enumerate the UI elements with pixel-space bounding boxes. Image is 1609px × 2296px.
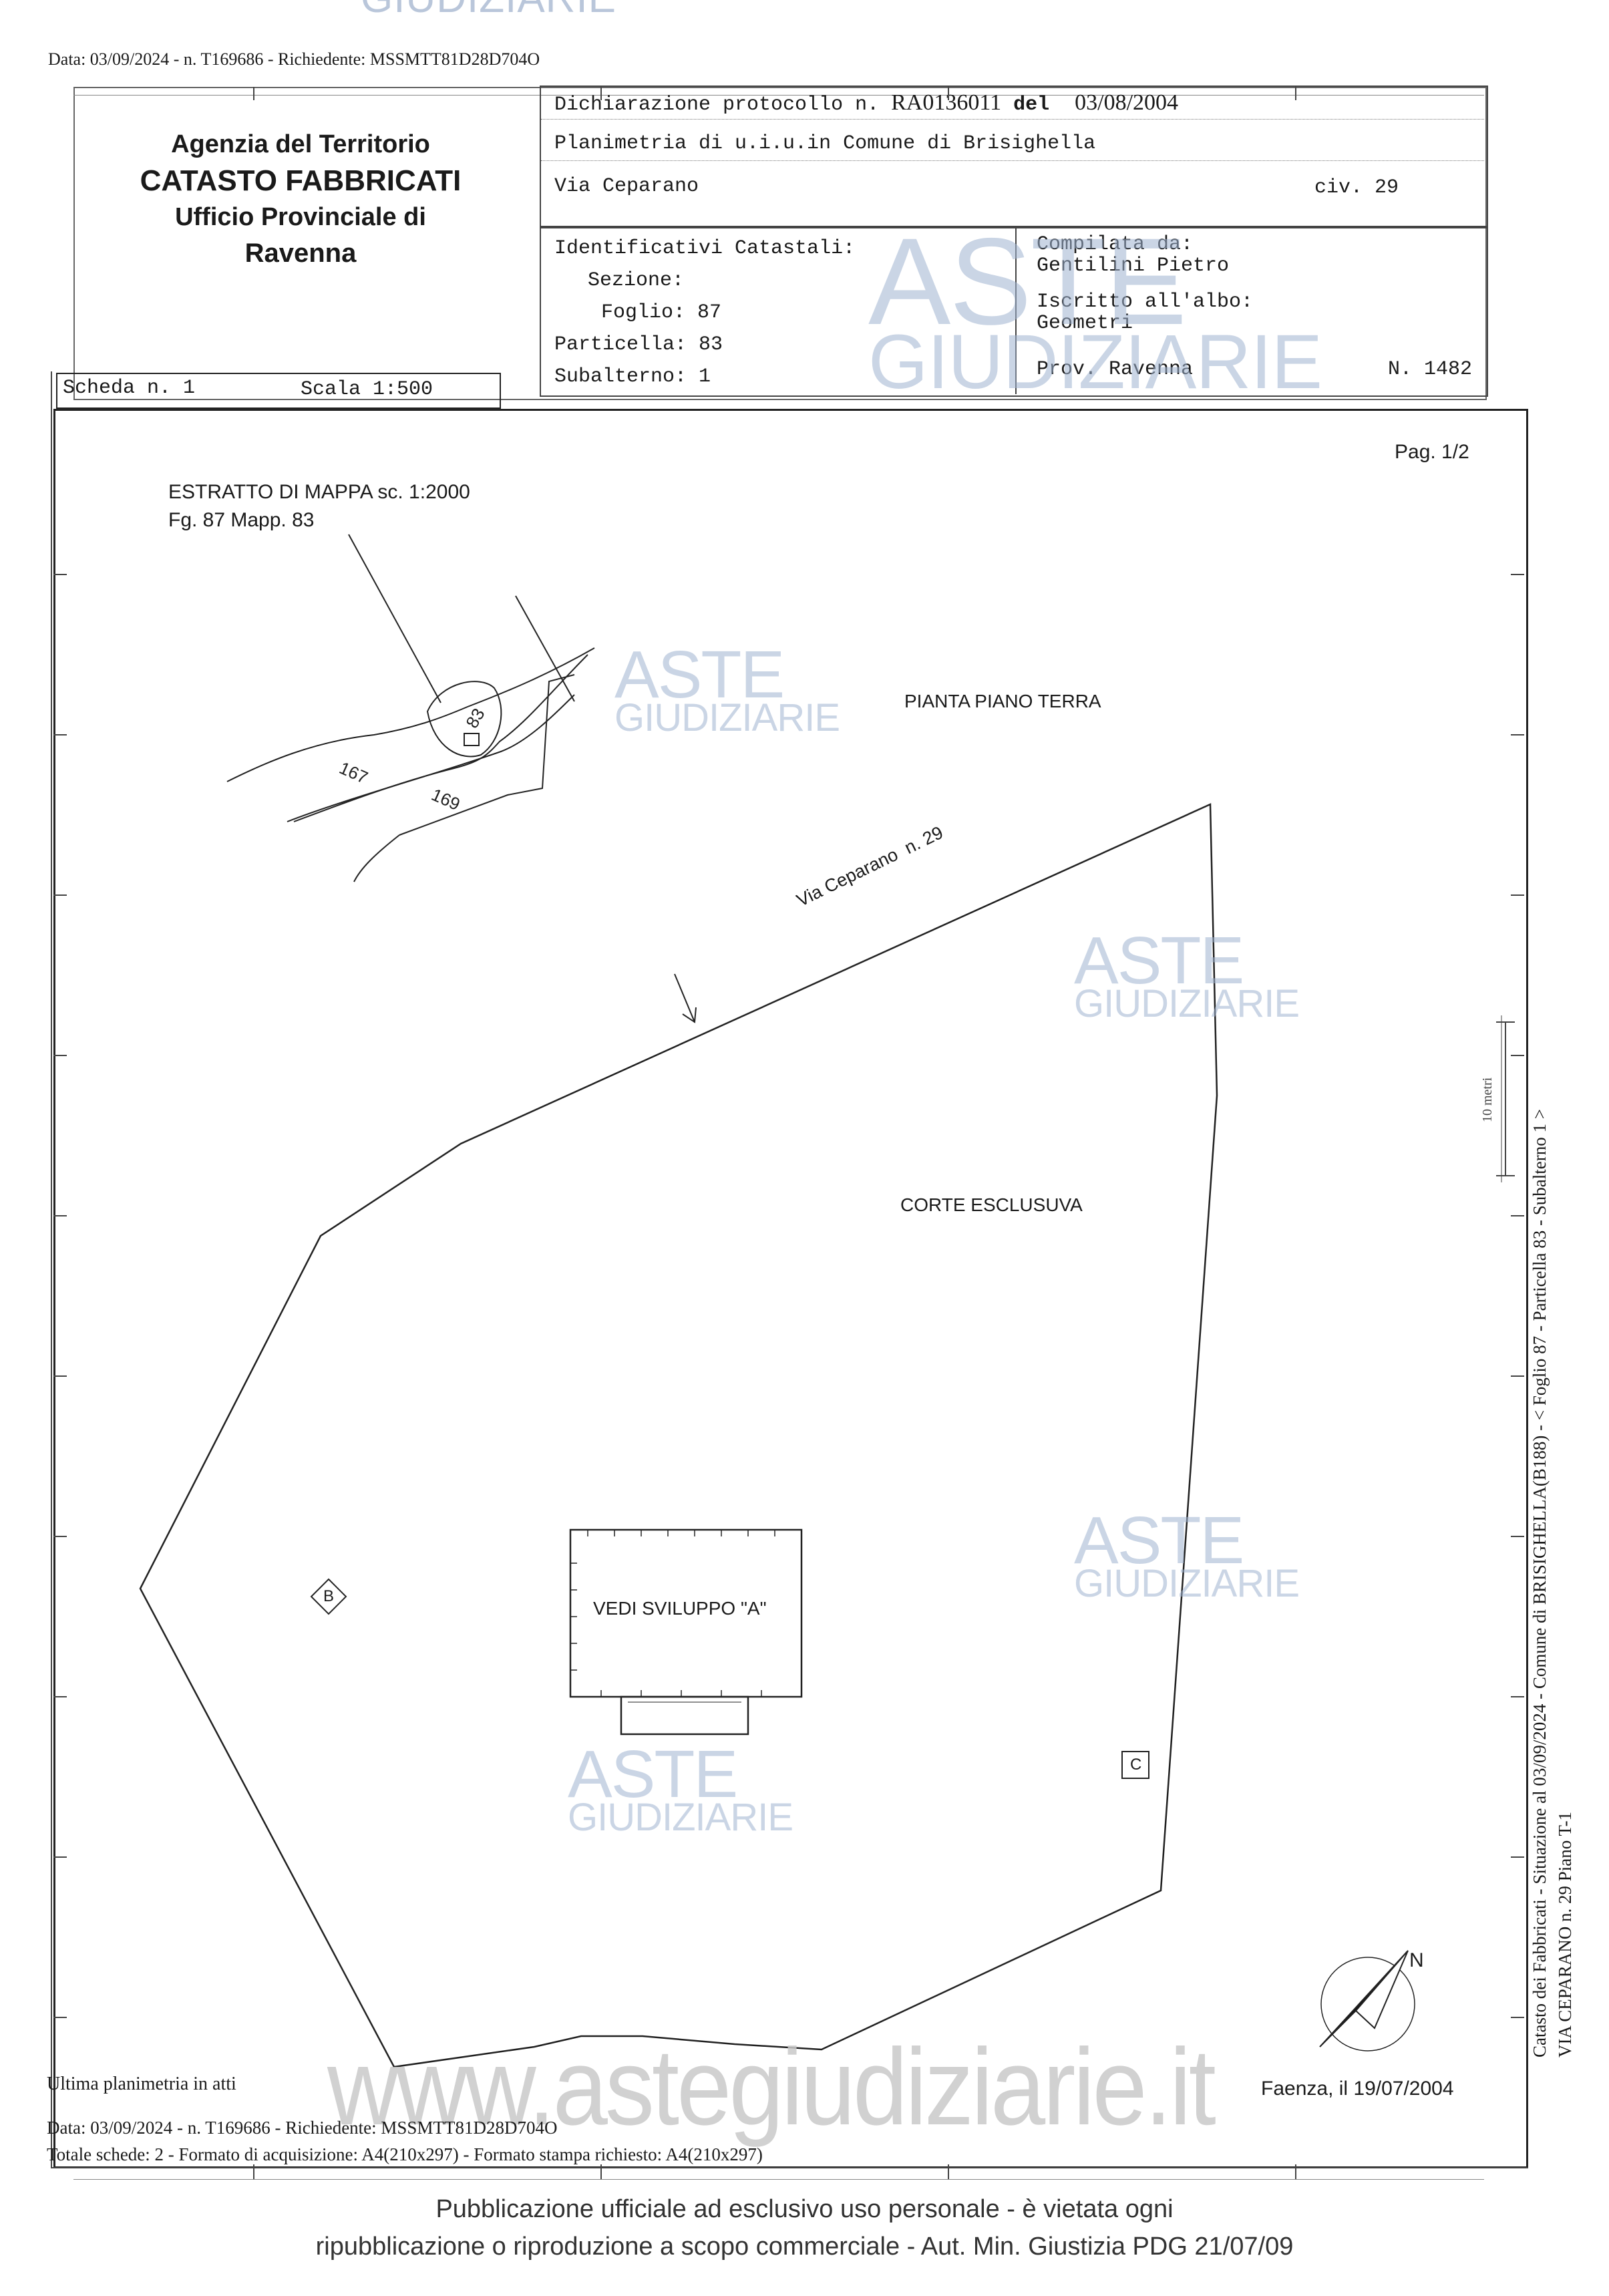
protocol-number: RA0136011 [891,90,1002,115]
watermark-3: ASTE GIUDIZIARIE [1074,1503,1300,1605]
parcel-167-label: 167 [337,758,371,788]
ids-title: Identificativi Catastali: [554,237,856,260]
side-text-address: VIA CEPARANO n. 29 Piano T-1 [1555,1811,1575,2058]
compiler-name: Gentilini Pietro [1037,255,1230,277]
drawing-frame-outer [51,371,1528,2168]
watermark-1: ASTE GIUDIZIARIE [614,637,840,740]
website-watermark: www.astegiudiziarie.it [327,2026,1216,2148]
protocol-del: del [1013,94,1050,116]
catasto-title: CATASTO FABBRICATI [140,164,462,197]
extract-subtitle: Fg. 87 Mapp. 83 [168,509,315,531]
courtyard-label: CORTE ESCLUSUVA [900,1194,1083,1215]
place-date: Faenza, il 19/07/2004 [1261,2078,1454,2100]
marker-b-shape [310,1578,347,1615]
planimetry-divider [541,160,1484,161]
ids-subalterno: Subalterno: 1 [554,365,711,388]
side-text-main: Catasto dei Fabbricati - Situazione al 0… [1530,1109,1550,2058]
street-line: Via Ceparano [554,175,699,198]
ids-foglio: Foglio: 87 [601,301,722,324]
access-arrow [674,973,697,1023]
header-watermark: ASTE GIUDIZIARIE [868,213,1322,405]
building-label: VEDI SVILUPPO "A" [593,1598,767,1619]
protocol-divider [541,119,1484,120]
header-frame [73,87,1487,400]
protocol-line: Dichiarazione protocollo n. RA0136011 de… [554,90,1178,116]
scheda-label: Scheda n. 1 [63,377,196,399]
map-extract-lines [226,534,595,882]
protocol-date: 03/08/2004 [1075,90,1179,115]
watermark-2: ASTE GIUDIZIARIE [1074,923,1300,1025]
marker-c-shape [1121,1751,1149,1779]
parcel-169-label: 169 [429,784,464,814]
extract-title: ESTRATTO DI MAPPA sc. 1:2000 [168,481,470,503]
request-line-bottom: Data: 03/09/2024 - n. T169686 - Richiede… [47,2118,558,2138]
scheda-box [56,373,501,409]
scheda-scale: Scala 1:500 [301,378,433,401]
protocol-label: Dichiarazione protocollo n. [554,94,880,116]
marker-b-label: B [323,1587,335,1605]
protocol-box [540,86,1488,228]
ids-particella: Particella: 83 [554,333,723,356]
last-plan-note: Ultima planimetria in atti [47,2074,236,2094]
compiler-block: Compilata da: Gentilini Pietro Iscritto … [1037,234,1253,334]
plan-title: PIANTA PIANO TERRA [904,691,1101,711]
ids-block: Identificativi Catastali: Sezione: Fogli… [554,232,855,393]
courtyard-outline [139,803,1218,2068]
watermark-4: ASTE GIUDIZIARIE [568,1737,793,1839]
publication-notice-1: Pubblicazione ufficiale ad esclusivo uso… [435,2195,1174,2223]
frame-ticks [53,87,1524,2179]
office-city: Ravenna [244,238,357,268]
planimetry-line: Planimetria di u.i.u.in Comune di Brisig… [554,132,1096,155]
compiler-number: N. 1482 [1388,358,1473,381]
scale-label: 10 metri [1480,1077,1495,1122]
iscritto-label: Iscritto all'albo: [1037,291,1254,313]
building-footprint [569,1528,803,1736]
scale-bar [1496,1021,1515,1176]
parcel-83-label: 83 [462,705,488,731]
bottom-ruler [73,2179,1484,2180]
agency-name: Agenzia del Territorio [171,130,430,158]
total-sheets-line: Totale schede: 2 - Formato di acquisizio… [47,2144,763,2164]
publication-notice-2: ripubblicazione o riproduzione a scopo c… [315,2233,1294,2261]
iscritto-value: Geometri [1037,312,1133,335]
compiler-prov: Prov. Ravenna [1037,358,1194,381]
building-ticks [570,1530,775,1697]
compiler-label: Compilata da: [1037,233,1194,256]
agency-block: Agenzia del Territorio CATASTO FABBRICAT… [100,130,501,269]
top-watermark: GIUDIZIARIE [361,0,616,22]
civic-number: civ. 29 [1314,176,1399,199]
ids-sezione: Sezione: [588,269,685,292]
page-number: Pag. 1/2 [1395,441,1469,463]
north-arrow [1319,1950,1415,2052]
north-label: N [1409,1949,1424,1971]
request-line-top: Data: 03/09/2024 - n. T169686 - Richiede… [48,49,540,69]
ids-box [540,226,1488,397]
office-line: Ufficio Provinciale di [175,203,426,231]
marker-c-label: C [1130,1756,1142,1774]
ids-divider [1015,227,1017,394]
